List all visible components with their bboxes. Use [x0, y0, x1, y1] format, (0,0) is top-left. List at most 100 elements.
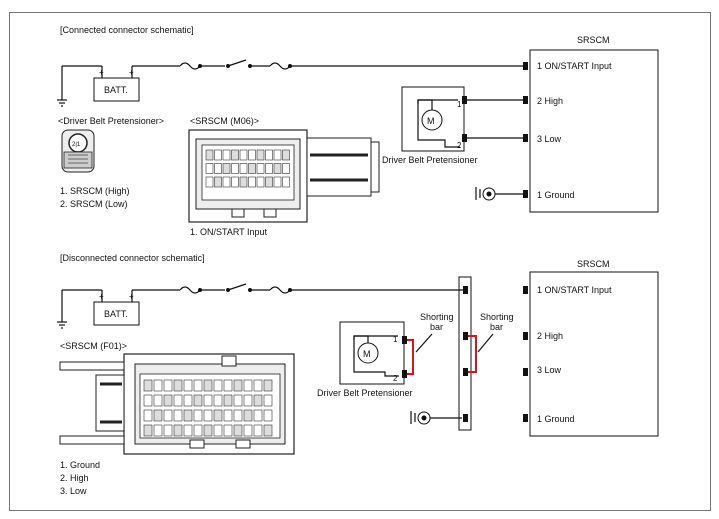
f01-cavity — [223, 394, 233, 407]
f01-cavity — [253, 409, 263, 422]
f01-cavity — [153, 424, 163, 437]
m06-cavity — [256, 176, 265, 188]
m06-cavity — [239, 176, 248, 188]
f01-cavity — [253, 379, 263, 392]
f01-cavity — [203, 394, 213, 407]
f01-cavity — [203, 409, 213, 422]
m06-cavity — [265, 163, 273, 174]
f01-cavity — [153, 394, 163, 407]
shorting-bar-label-left-2: bar — [430, 322, 443, 332]
battery-label-bottom: BATT. — [104, 309, 128, 319]
f01-connector-drawing — [59, 353, 295, 455]
srscm-pin-on-start-top: 1 ON/START Input — [537, 61, 612, 71]
battery-bottom — [93, 301, 140, 326]
shorting-bar-pointer-right — [477, 333, 494, 353]
pretensioner-label-bottom: Driver Belt Pretensioner — [317, 388, 413, 398]
battery-plus-top: + — [99, 68, 104, 77]
m06-cavity — [273, 149, 282, 161]
f01-cavity — [183, 409, 193, 422]
f01-cavity — [213, 394, 223, 407]
m06-cavity — [282, 176, 290, 188]
m06-cavity — [222, 163, 231, 174]
f01-cavity — [213, 379, 223, 392]
f01-cavity — [203, 424, 213, 437]
m06-cavity — [282, 163, 290, 174]
m06-cavity — [214, 176, 222, 188]
section-disconnected-title: [Disconnected connector schematic] — [60, 253, 205, 263]
f01-cavity — [263, 424, 273, 437]
f01-cavity — [253, 424, 263, 437]
f01-cavity — [193, 379, 203, 392]
f01-cavity — [143, 394, 153, 407]
srscm-box-top — [529, 49, 659, 213]
m06-cavity — [231, 176, 239, 188]
f01-title: <SRSCM (F01)> — [60, 341, 127, 351]
srscm-pin-ground-bottom: 1 Ground — [537, 414, 575, 424]
fuse-bottom — [179, 286, 201, 294]
shorting-bar-label-left-1: Shorting — [420, 312, 454, 322]
f01-cavity — [263, 409, 273, 422]
f01-cavity — [143, 409, 153, 422]
m06-cavity — [282, 149, 290, 161]
f01-cavity — [163, 409, 173, 422]
m06-cavity — [231, 163, 239, 174]
driver-pin-list-1: 1. SRSCM (High) — [60, 186, 130, 196]
m06-cavity — [273, 176, 282, 188]
battery-plus-bottom: + — [99, 292, 104, 301]
section-connected-title: [Connected connector schematic] — [60, 25, 194, 35]
f01-pin-list-3: 3. Low — [60, 486, 87, 496]
m06-cavity — [231, 149, 239, 161]
f01-cavity — [263, 379, 273, 392]
shorting-bar-pretensioner — [407, 339, 414, 375]
f01-cavity — [163, 394, 173, 407]
f01-cavity — [173, 409, 183, 422]
m06-cavity — [214, 149, 222, 161]
f01-cavity — [213, 409, 223, 422]
fuse-top — [179, 62, 201, 70]
intermediate-connector — [458, 276, 472, 431]
f01-cavity — [193, 394, 203, 407]
pretensioner-pin2-top: 2 — [457, 141, 462, 150]
f01-cavity — [233, 379, 243, 392]
f01-cavity — [243, 424, 253, 437]
f01-cavity — [223, 424, 233, 437]
m06-cavity — [239, 149, 248, 161]
shorting-bar-pointer-left — [415, 333, 433, 353]
f01-cavity — [183, 379, 193, 392]
m06-cavity — [214, 163, 222, 174]
f01-cavity — [173, 394, 183, 407]
m06-cavity — [205, 176, 214, 188]
m06-cavity — [205, 149, 214, 161]
f01-pin-list-2: 2. High — [60, 473, 89, 483]
pretensioner-pin1-bottom: 1 — [393, 335, 398, 344]
driver-connector-drawing — [61, 129, 95, 173]
pretensioner-pin1-top: 1 — [457, 100, 462, 109]
fuse-bottom-2 — [269, 286, 291, 294]
f01-cavity — [233, 424, 243, 437]
f01-cavity — [143, 424, 153, 437]
m06-cavity — [239, 163, 248, 174]
f01-cavity — [263, 394, 273, 407]
m06-cavity — [248, 149, 256, 161]
m06-cavity — [222, 176, 231, 188]
srscm-box-bottom — [529, 271, 659, 437]
ground-symbol-bottom — [57, 321, 67, 329]
srscm-pin-high-bottom: 2 High — [537, 331, 563, 341]
f01-cavity — [163, 424, 173, 437]
diagram-frame — [9, 12, 711, 511]
srscm-pin-ground-top: 1 Ground — [537, 190, 575, 200]
shorting-bar-label-right-1: Shorting — [480, 312, 514, 322]
driver-pin-list-2: 2. SRSCM (Low) — [60, 199, 128, 209]
m06-cavity — [248, 163, 256, 174]
pretensioner-box-bottom — [339, 321, 405, 385]
f01-cavity — [163, 379, 173, 392]
pretensioner-box-top — [401, 86, 465, 152]
m06-connector-drawing — [188, 129, 380, 223]
f01-cavity — [153, 379, 163, 392]
f01-cavity — [243, 394, 253, 407]
battery-plus-bottom-2: + — [129, 292, 134, 301]
f01-cavity — [243, 409, 253, 422]
motor-label-bottom: M — [363, 349, 371, 359]
f01-cavity — [233, 394, 243, 407]
